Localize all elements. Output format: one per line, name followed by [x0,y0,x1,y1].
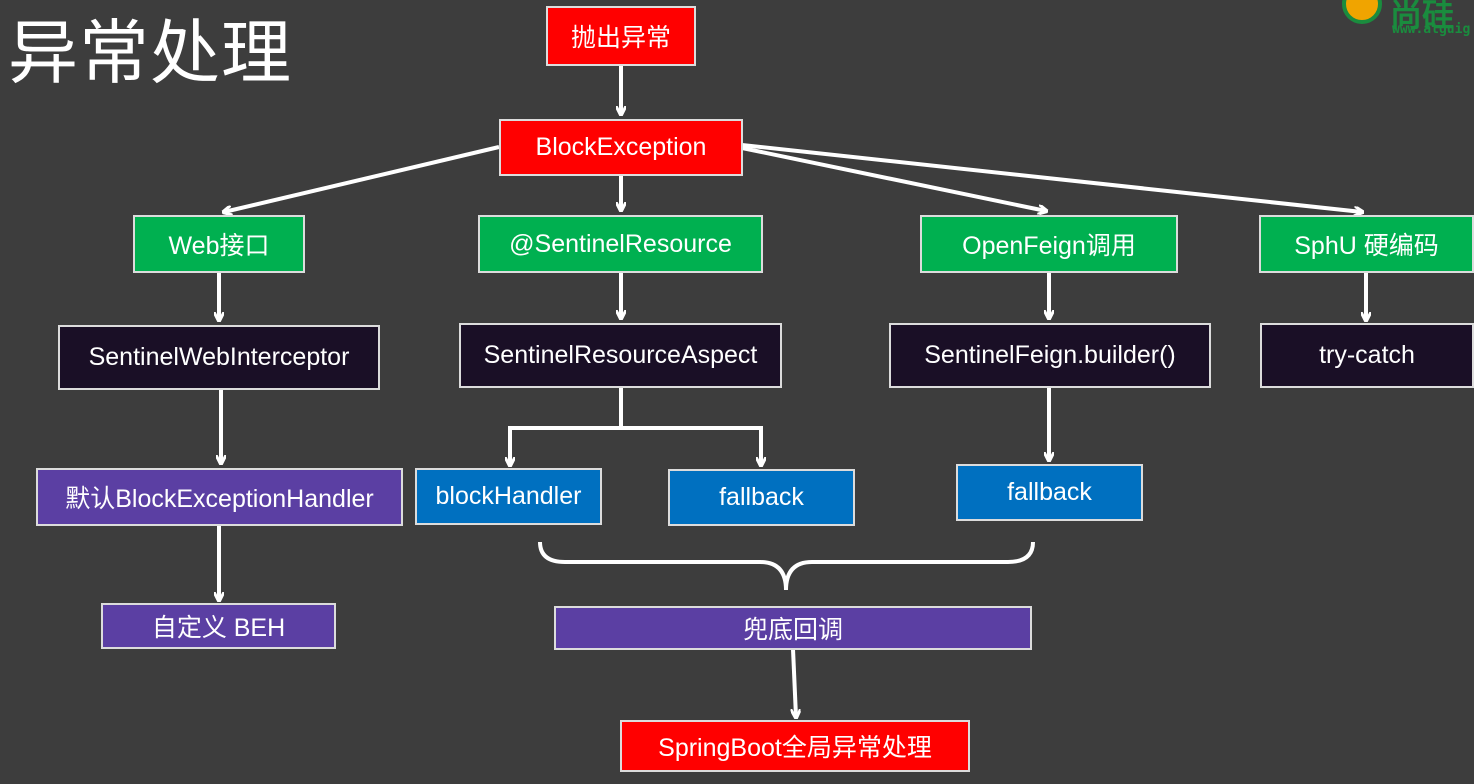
node-fallback-callback: 兜底回调 [554,606,1032,650]
node-sentinel-feign-builder: SentinelFeign.builder() [889,323,1211,388]
node-sentinel-resource: @SentinelResource [478,215,763,273]
edge-blockexception-to-web [224,145,500,212]
node-sentinel-resource-aspect: SentinelResourceAspect [459,323,782,388]
edge-aspect-to-fallback [621,426,761,465]
edge-aspect-to-blockhandler [510,386,623,465]
node-custom-beh: 自定义 BEH [101,603,336,649]
page-title: 异常处理 [8,12,292,94]
node-fallback-feign: fallback [956,464,1143,521]
edge-blockexception-to-sphu [741,143,1362,212]
logo-text: 尚硅 [1390,0,1455,34]
node-try-catch: try-catch [1260,323,1474,388]
edge-callback-to-global [793,648,796,717]
node-openfeign: OpenFeign调用 [920,215,1178,273]
logo-url: www.atguig [1392,22,1471,37]
node-sphu: SphU 硬编码 [1259,215,1474,273]
node-block-exception: BlockException [499,119,743,176]
node-web-interface: Web接口 [133,215,305,273]
node-default-handler: 默认BlockExceptionHandler [36,468,403,526]
node-sentinel-web-interceptor: SentinelWebInterceptor [58,325,380,390]
logo: 尚硅 www.atguig [1334,0,1474,40]
node-global-exception-handler: SpringBoot全局异常处理 [620,720,970,772]
node-block-handler: blockHandler [415,468,602,525]
node-throw-exception: 抛出异常 [546,6,696,66]
edge-blockexception-to-openfeign [741,146,1046,211]
node-fallback-aspect: fallback [668,469,855,526]
brace [538,541,1035,591]
